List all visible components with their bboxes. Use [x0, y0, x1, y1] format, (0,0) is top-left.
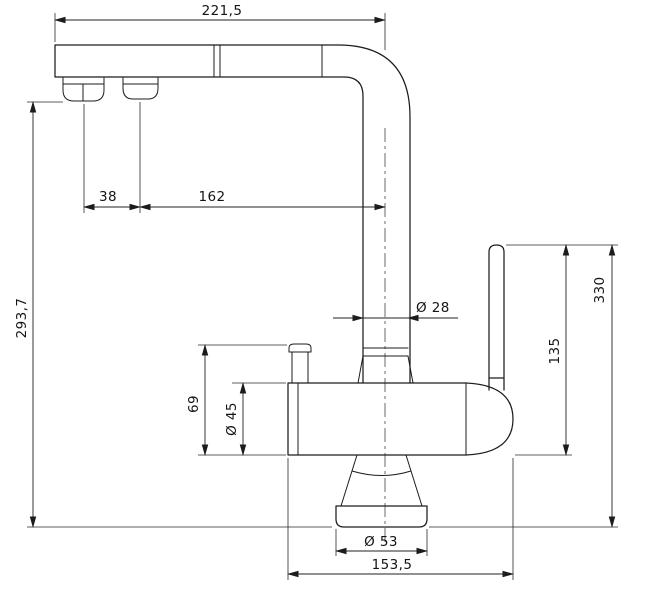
dim-spout-diameter: Ø 28 — [333, 300, 458, 322]
faucet-outline-group — [54, 44, 514, 545]
dim-total-height-ext — [429, 244, 618, 528]
dim-side-outlet-height-label: 69 — [186, 395, 202, 413]
dim-outlet-height-label: 293,7 — [14, 298, 30, 339]
dim-aerator-offset-label: 38 — [99, 189, 117, 205]
dim-body-diameter: Ø 45 — [198, 382, 286, 456]
dim-base-diameter-label: Ø 53 — [364, 534, 398, 550]
dim-spout-diameter-label: Ø 28 — [416, 300, 450, 316]
base-flange — [335, 505, 428, 528]
aerator-front — [62, 77, 105, 102]
pipe-collar — [357, 347, 414, 384]
dim-outlet-height: 293,7 — [14, 101, 332, 528]
body-outline — [287, 382, 514, 456]
dim-body-diameter-label: Ø 45 — [224, 402, 240, 436]
dim-outlet-height-ext — [27, 101, 332, 528]
dim-spout-reach-label: 162 — [199, 189, 226, 205]
dim-body-length: 153,5 — [287, 458, 514, 580]
dim-lever-height-label: 135 — [547, 338, 563, 365]
spout-joint-lines — [213, 44, 323, 78]
dimensions-group: 221,5 38 162 293,7 330 135 — [14, 3, 618, 580]
dim-aerator-offset: 38 — [83, 102, 141, 213]
dim-body-diameter-ext — [198, 382, 286, 456]
dim-body-length-label: 153,5 — [372, 557, 413, 573]
body-joint-lines — [297, 382, 467, 456]
dim-base-diameter: Ø 53 — [335, 529, 428, 556]
dim-side-outlet-height: 69 — [186, 344, 287, 456]
dim-total-height: 330 — [429, 244, 618, 528]
spout-outline — [54, 44, 411, 384]
side-spray-knob — [288, 343, 312, 384]
under-body-cone — [340, 454, 423, 507]
dim-reach-total: 221,5 — [54, 3, 386, 50]
dim-spout-reach: 162 — [139, 189, 386, 211]
dim-reach-total-label: 221,5 — [202, 3, 243, 19]
dim-aerator-offset-ext — [83, 102, 141, 213]
lever-handle — [488, 244, 505, 391]
dim-total-height-label: 330 — [592, 277, 608, 304]
dim-lever-height: 135 — [515, 244, 572, 456]
dim-body-length-ext — [287, 458, 514, 580]
aerator-rear — [122, 77, 159, 100]
